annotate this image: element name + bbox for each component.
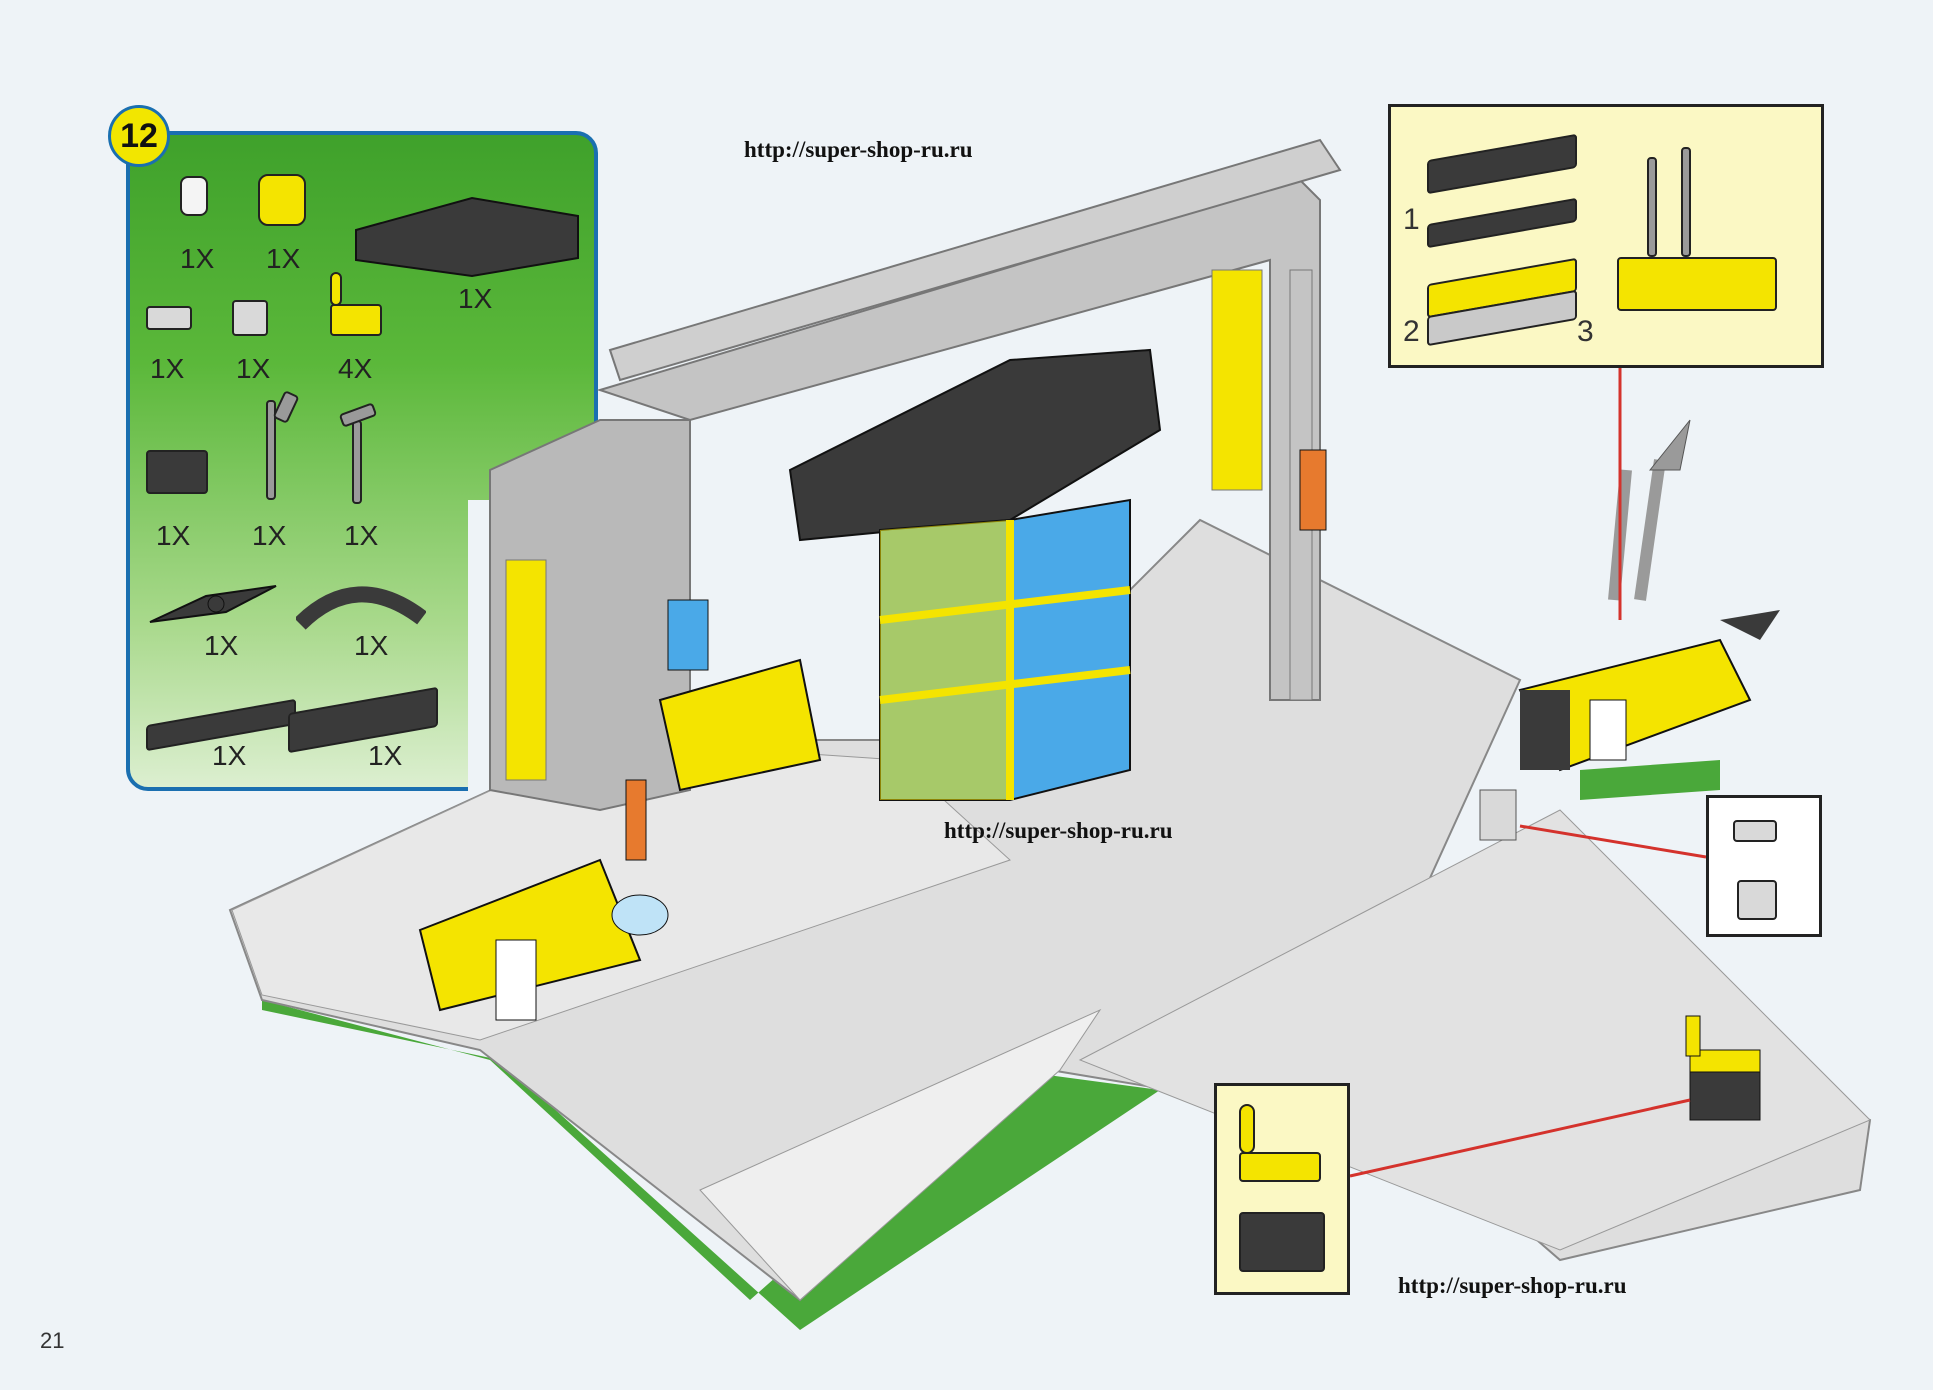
watermark-middle: http://super-shop-ru.ru: [944, 818, 1173, 843]
substep-inset: 1 2 3: [1388, 104, 1824, 368]
substep-2-label: 2: [1403, 315, 1420, 348]
page-number: 21: [40, 1328, 65, 1353]
substep-3-label: 3: [1577, 315, 1594, 348]
substep-1-label: 1: [1403, 203, 1420, 236]
clip-detail-inset: [1706, 795, 1822, 937]
step-number-badge: 12: [108, 105, 170, 167]
bar-plate-detail-inset: [1214, 1083, 1350, 1295]
watermark-bottom: http://super-shop-ru.ru: [1398, 1273, 1627, 1298]
watermark-top: http://super-shop-ru.ru: [744, 137, 973, 162]
